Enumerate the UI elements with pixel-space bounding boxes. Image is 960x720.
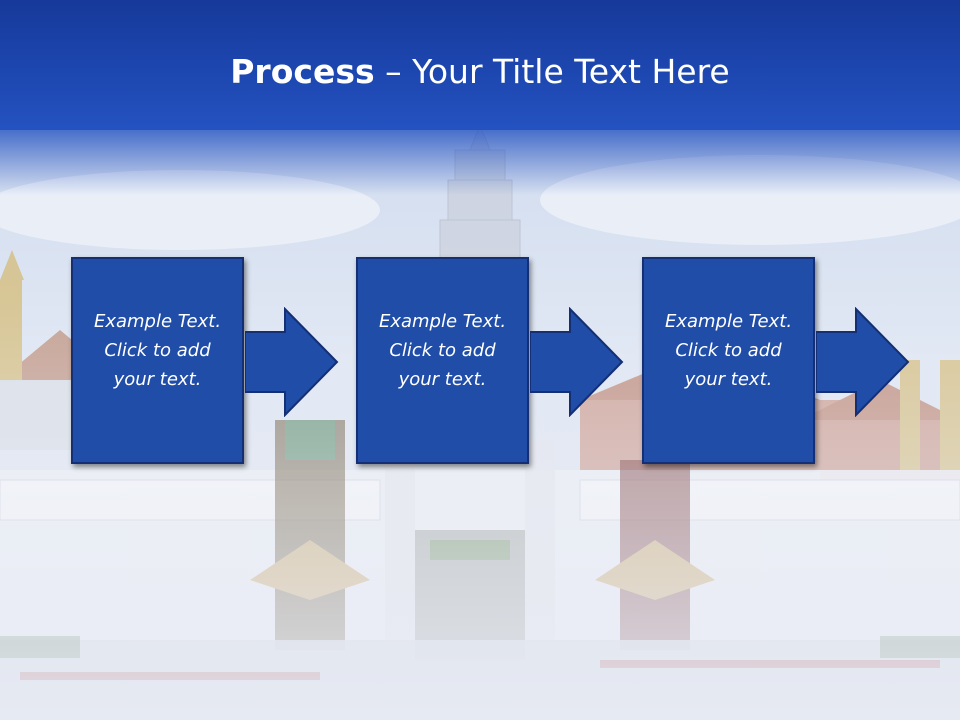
step-3-text: Example Text. Click to add your text. (664, 311, 793, 390)
process-step-2[interactable]: Example Text. Click to add your text. (356, 257, 529, 464)
step-2-text: Example Text. Click to add your text. (378, 311, 507, 390)
arrow-right-icon (816, 307, 910, 417)
arrow-right-icon (245, 307, 339, 417)
process-step-3[interactable]: Example Text. Click to add your text. (642, 257, 815, 464)
process-step-1[interactable]: Example Text. Click to add your text. (71, 257, 244, 464)
step-1-text: Example Text. Click to add your text. (93, 311, 222, 390)
arrow-right-icon (530, 307, 624, 417)
title-bar-fade (0, 125, 960, 195)
title-rest: – Your Title Text Here (374, 52, 730, 91)
title-bold: Process (230, 52, 375, 91)
title-bar (0, 0, 960, 130)
slide-title[interactable]: Process – Your Title Text Here (0, 52, 960, 91)
